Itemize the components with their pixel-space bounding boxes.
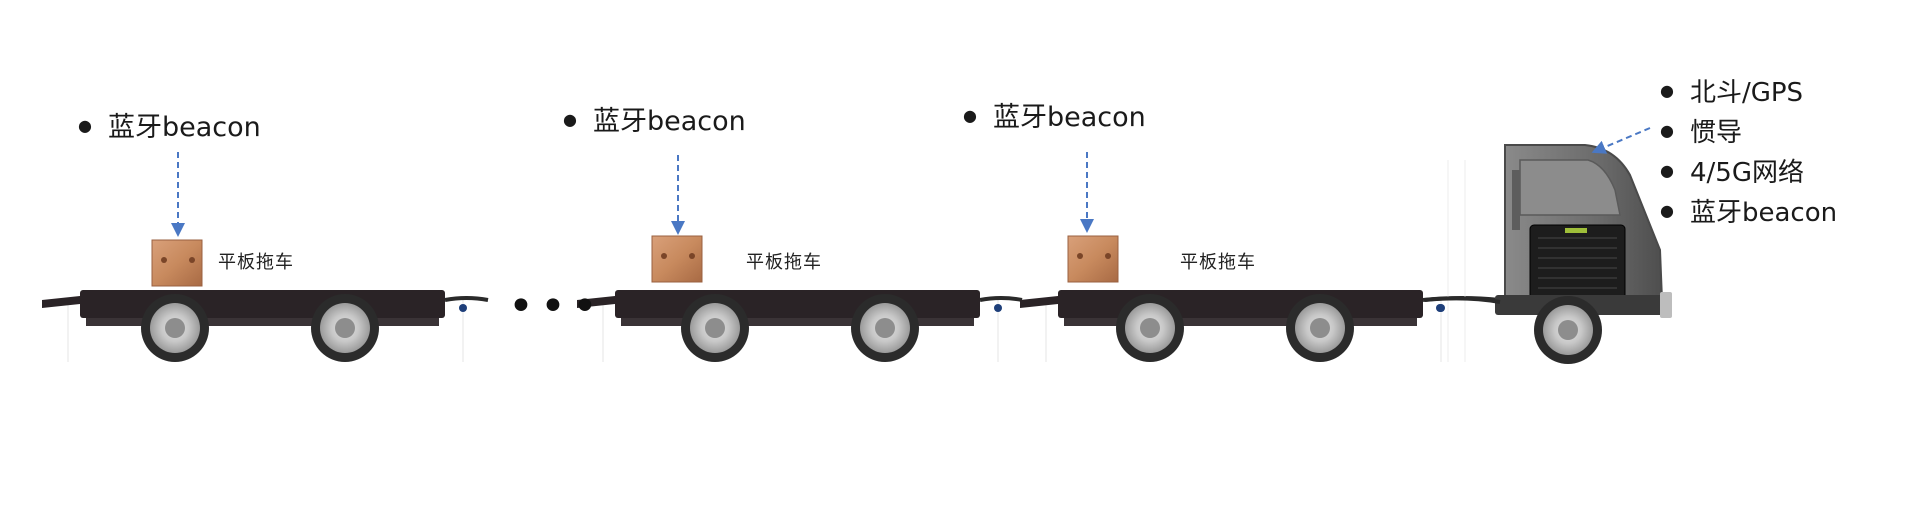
bullet-icon: ● xyxy=(963,105,977,125)
truck-feature-beacon: ●蓝牙beacon xyxy=(1660,198,1838,228)
truck-head xyxy=(1424,127,1672,364)
cart-tow-bar xyxy=(979,296,1023,302)
wheel-hub xyxy=(705,318,725,338)
bullet-icon: ● xyxy=(1660,120,1674,140)
hitch-pin xyxy=(1436,304,1444,312)
truck-side-panel xyxy=(1512,170,1520,230)
cart-chassis xyxy=(621,318,974,326)
cart-chassis xyxy=(1064,318,1417,326)
truck-feature-arrow xyxy=(1591,127,1651,154)
cart-1-beacon-text: 蓝牙beacon xyxy=(107,112,261,143)
cart-wheel xyxy=(311,294,379,362)
truck-wheel-hub xyxy=(1558,320,1578,340)
continuation-ellipsis: ••• xyxy=(508,281,604,332)
cart-wheel xyxy=(851,294,919,362)
beacon-box xyxy=(1067,235,1119,283)
cart-3-beacon-label: ● 蓝牙beacon xyxy=(963,104,1146,131)
beacon-box xyxy=(651,235,703,283)
truck-headlight xyxy=(1660,292,1672,318)
bullet-icon: ● xyxy=(78,115,92,135)
wheel-hub xyxy=(165,318,185,338)
beacon-box-mark xyxy=(1077,253,1083,259)
truck-feature-inertial: ●惯导 xyxy=(1660,118,1742,148)
device-led xyxy=(1565,228,1587,233)
cart-1 xyxy=(42,152,489,362)
beacon-box-mark xyxy=(689,253,695,259)
bullet-icon: ● xyxy=(1660,80,1674,100)
beacon-box xyxy=(151,239,203,287)
cart-deck xyxy=(615,290,980,318)
wheel-hub xyxy=(875,318,895,338)
bullet-icon: ● xyxy=(1660,200,1674,220)
cart-2-beacon-text: 蓝牙beacon xyxy=(592,106,746,137)
cart-chassis xyxy=(86,318,439,326)
truck-feature-network: ●4/5G网络 xyxy=(1660,158,1804,188)
cart-tow-bar xyxy=(444,296,489,302)
beacon-box-mark xyxy=(189,257,195,263)
cart-wheel xyxy=(1286,294,1354,362)
cart-1-beacon-label: ● 蓝牙beacon xyxy=(78,114,261,141)
bullet-icon: ● xyxy=(563,109,577,129)
cart-2-label: 平板拖车 xyxy=(746,252,822,273)
cart-2 xyxy=(577,155,1023,362)
cart-wheel xyxy=(141,294,209,362)
beacon-box-mark xyxy=(1105,253,1111,259)
cart-3-beacon-text: 蓝牙beacon xyxy=(992,102,1146,133)
beacon-box-mark xyxy=(661,253,667,259)
wheel-hub xyxy=(1140,318,1160,338)
cart-front-hitch xyxy=(42,296,80,308)
cart-deck xyxy=(80,290,445,318)
cart-3-label: 平板拖车 xyxy=(1180,252,1256,273)
cart-3 xyxy=(1020,152,1501,362)
truck-windshield xyxy=(1519,159,1621,216)
wheel-hub xyxy=(335,318,355,338)
beacon-box-mark xyxy=(161,257,167,263)
cart-front-hitch xyxy=(577,296,615,308)
cart-2-beacon-label: ● 蓝牙beacon xyxy=(563,108,746,135)
cart-front-hitch xyxy=(1020,296,1058,308)
cart-wheel xyxy=(681,294,749,362)
cart-1-label: 平板拖车 xyxy=(218,252,294,273)
bullet-icon: ● xyxy=(1660,160,1674,180)
hitch-pin xyxy=(994,304,1002,312)
cart-wheel xyxy=(1116,294,1184,362)
wheel-hub xyxy=(1310,318,1330,338)
hitch-pin xyxy=(459,304,467,312)
truck-feature-list: ●北斗/GPS ●惯导 ●4/5G网络 ●蓝牙beacon xyxy=(1660,80,1837,240)
truck-tow-bar xyxy=(1424,296,1501,304)
truck-feature-gps: ●北斗/GPS xyxy=(1660,78,1804,108)
cart-deck xyxy=(1058,290,1423,318)
